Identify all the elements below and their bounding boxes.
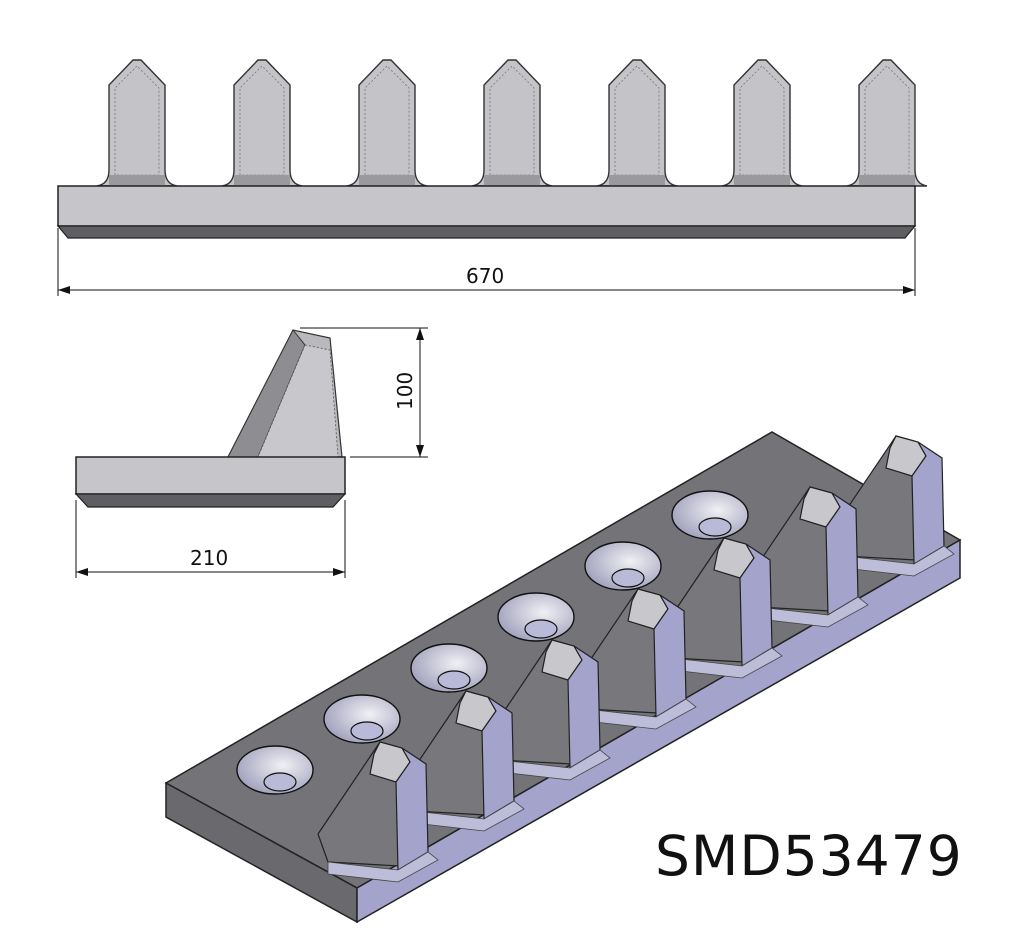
front-tooth	[721, 59, 803, 187]
dimension-height-label: 100	[393, 372, 417, 410]
dimension-length-label: 670	[466, 264, 504, 288]
countersunk-hole	[497, 592, 575, 642]
isometric-view	[164, 431, 962, 924]
dimension-width-label: 210	[190, 546, 228, 570]
iso-tooth	[575, 588, 697, 730]
front-view	[56, 59, 928, 239]
front-tooth	[596, 59, 678, 187]
countersunk-hole	[671, 490, 749, 540]
front-tooth	[346, 59, 428, 187]
iso-tooth	[317, 741, 439, 883]
front-tooth	[471, 59, 553, 187]
front-base	[57, 185, 916, 227]
side-view	[74, 329, 347, 508]
front-base-chamfer	[56, 225, 917, 239]
front-tooth	[96, 59, 178, 187]
countersunk-hole	[584, 541, 662, 591]
dimension-length: 670	[57, 228, 916, 296]
countersunk-hole	[236, 745, 314, 795]
countersunk-hole	[323, 694, 401, 744]
dimension-width: 210	[75, 500, 346, 578]
front-tooth	[846, 59, 928, 187]
front-tooth	[221, 59, 303, 187]
countersunk-hole	[410, 643, 488, 693]
dimension-height: 100	[300, 327, 428, 458]
iso-tooth	[661, 537, 783, 679]
part-code-label: SMD53479	[655, 824, 963, 888]
iso-tooth	[747, 486, 869, 628]
iso-tooth	[833, 435, 955, 577]
